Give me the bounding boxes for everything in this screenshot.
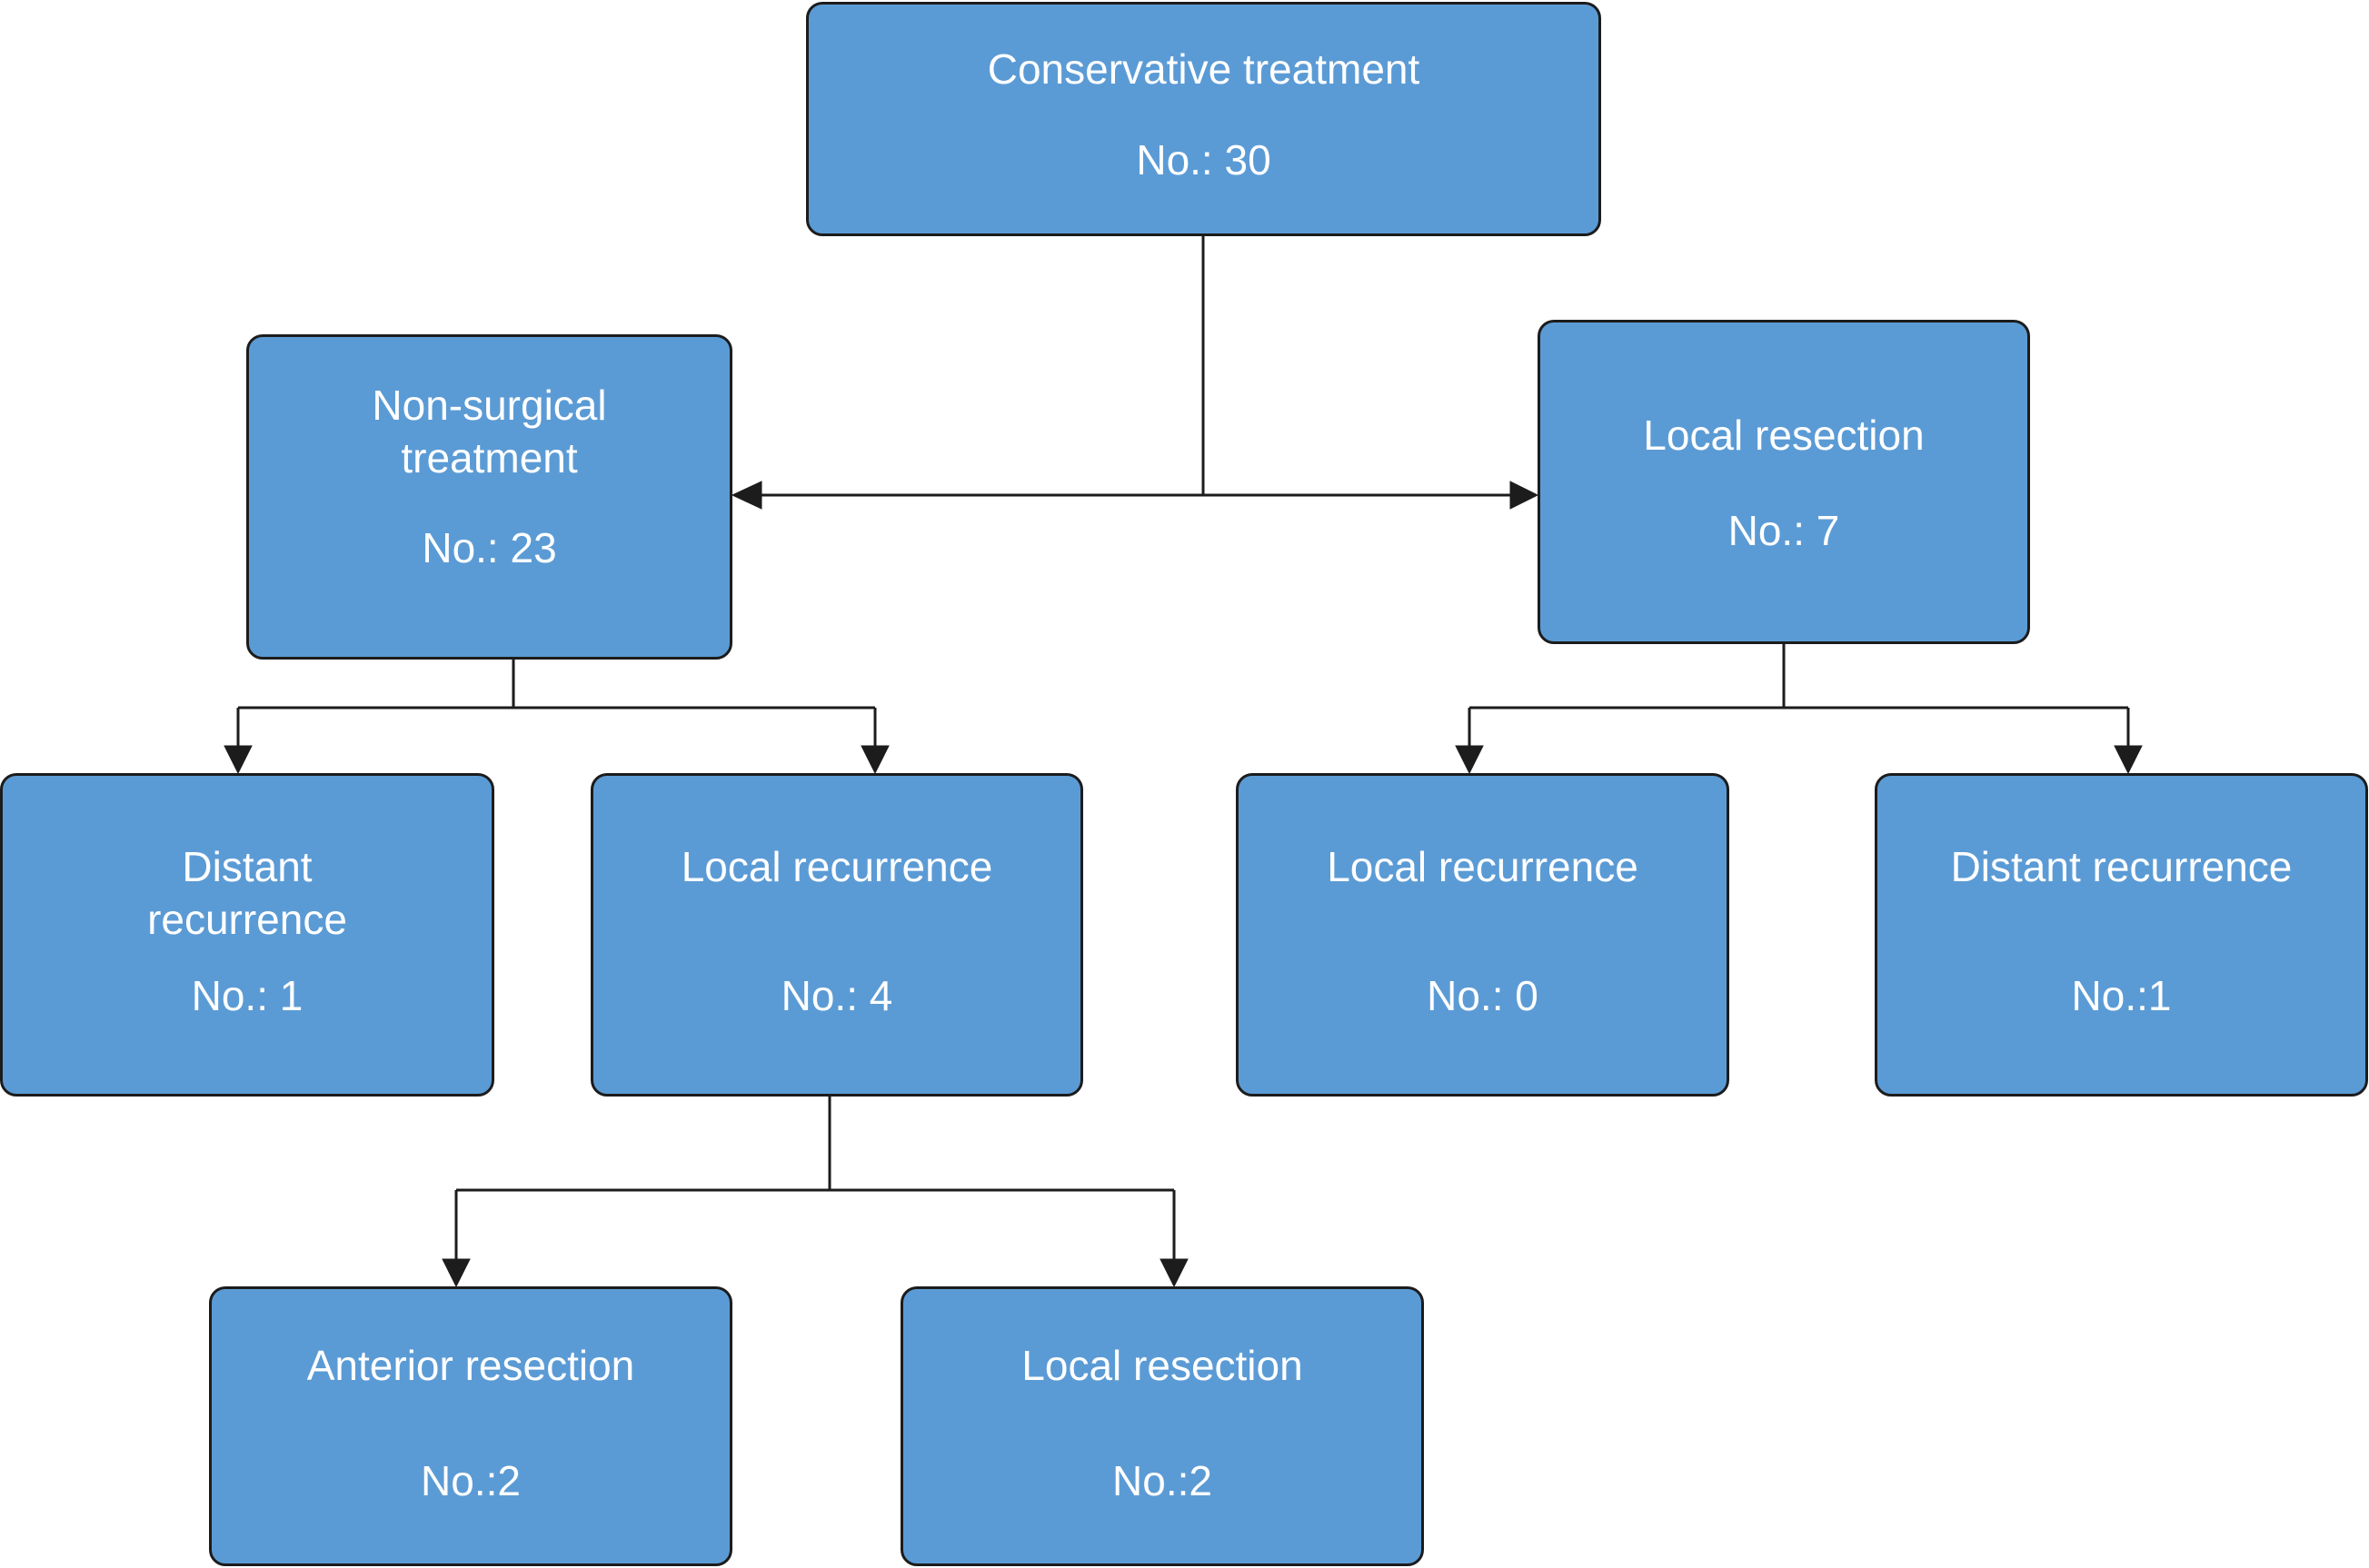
node-count: No.: 30 bbox=[1136, 136, 1271, 184]
node-label: Local resection bbox=[1021, 1342, 1303, 1389]
node-local-resection: Local resection No.: 7 bbox=[1538, 320, 2030, 644]
node-count: No.:2 bbox=[1112, 1457, 1212, 1504]
node-distant-recurrence-resection: Distant recurrence No.:1 bbox=[1875, 773, 2368, 1097]
node-count: No.: 0 bbox=[1427, 972, 1538, 1019]
node-count: No.: 23 bbox=[422, 524, 557, 571]
node-anterior-resection: Anterior resection No.:2 bbox=[209, 1286, 732, 1566]
node-count: No.: 4 bbox=[781, 972, 893, 1019]
arrowhead-down bbox=[2114, 745, 2143, 775]
node-local-resection-salvage: Local resection No.:2 bbox=[901, 1286, 1424, 1566]
node-count: No.: 7 bbox=[1727, 507, 1840, 554]
node-local-recurrence-nonsurgical: Local recurrence No.: 4 bbox=[591, 773, 1083, 1097]
node-count: No.:2 bbox=[421, 1457, 521, 1504]
node-label: Distant recurrence bbox=[147, 843, 347, 943]
node-distant-recurrence-nonsurgical: Distant recurrence No.: 1 bbox=[0, 773, 494, 1097]
arrowhead-left bbox=[731, 481, 762, 510]
arrowhead-down bbox=[442, 1258, 471, 1288]
node-count: No.:1 bbox=[2071, 972, 2172, 1019]
arrowhead-down bbox=[224, 745, 253, 775]
node-label: Distant recurrence bbox=[1950, 843, 2293, 890]
arrowhead-right bbox=[1509, 481, 1539, 510]
node-count: No.: 1 bbox=[191, 972, 304, 1019]
node-label: Non-surgical treatment bbox=[372, 382, 607, 481]
arrowhead-down bbox=[861, 745, 890, 775]
node-label: Anterior resection bbox=[306, 1342, 635, 1389]
node-non-surgical-treatment: Non-surgical treatment No.: 23 bbox=[246, 334, 732, 660]
arrowhead-down bbox=[1160, 1258, 1189, 1288]
arrowhead-down bbox=[1455, 745, 1484, 775]
node-label: Conservative treatment bbox=[987, 45, 1420, 93]
node-label: Local recurrence bbox=[1327, 843, 1638, 890]
node-conservative-treatment: Conservative treatment No.: 30 bbox=[806, 2, 1601, 236]
node-label: Local resection bbox=[1643, 412, 1925, 459]
node-label: Local recurrence bbox=[681, 843, 993, 890]
node-local-recurrence-resection: Local recurrence No.: 0 bbox=[1236, 773, 1729, 1097]
